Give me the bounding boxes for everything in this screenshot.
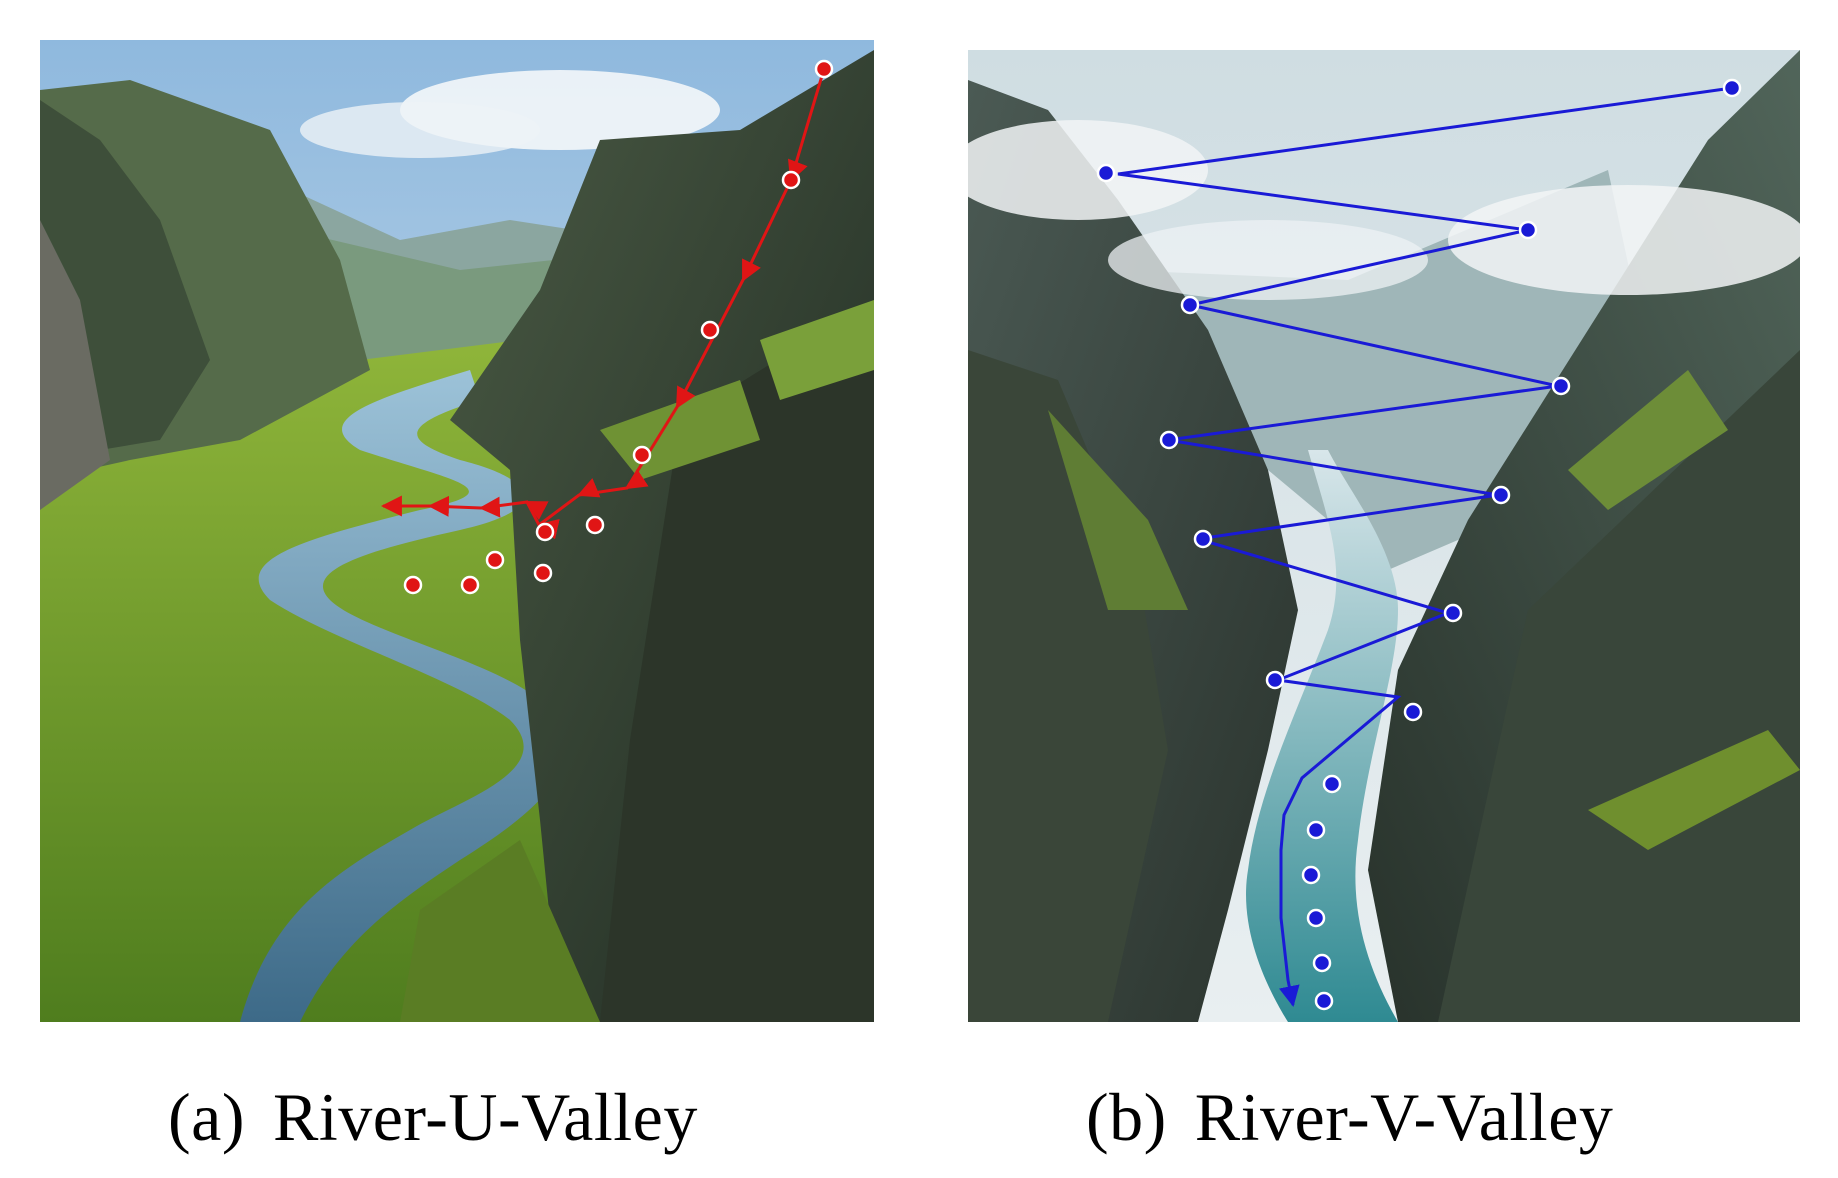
path-point — [1306, 908, 1326, 928]
path-point — [533, 563, 553, 583]
path-point — [1551, 376, 1571, 396]
path-point — [1518, 220, 1538, 240]
v-valley-scene — [968, 50, 1800, 1022]
caption-v-valley: (b) River-V-Valley — [1086, 1078, 1613, 1157]
path-point — [1722, 78, 1742, 98]
path-point — [403, 575, 423, 595]
path-point — [814, 59, 834, 79]
path-point — [1403, 702, 1423, 722]
caption-title: River-U-Valley — [272, 1079, 698, 1155]
path-point — [1306, 820, 1326, 840]
path-point — [1096, 163, 1116, 183]
path-point — [460, 575, 480, 595]
u-valley-scene — [40, 40, 874, 1022]
path-point — [1301, 865, 1321, 885]
v-valley-image — [968, 50, 1800, 1022]
path-point — [1180, 295, 1200, 315]
caption-tag: (b) — [1086, 1079, 1167, 1155]
path-point — [1491, 485, 1511, 505]
path-point — [585, 515, 605, 535]
path-point — [1193, 529, 1213, 549]
path-point — [1443, 603, 1463, 623]
caption-u-valley: (a) River-U-Valley — [168, 1078, 698, 1157]
path-point — [700, 320, 720, 340]
path-point — [535, 522, 555, 542]
path-point — [1159, 430, 1179, 450]
caption-title: River-V-Valley — [1194, 1079, 1614, 1155]
u-valley-image — [40, 40, 874, 1022]
path-point — [1322, 774, 1342, 794]
path-point — [632, 445, 652, 465]
path-point — [1314, 991, 1334, 1011]
blue-path-trace — [1096, 78, 1742, 1011]
path-point — [1312, 953, 1332, 973]
red-path-trace — [380, 59, 834, 595]
caption-tag: (a) — [168, 1079, 245, 1155]
path-point — [1265, 670, 1285, 690]
path-point — [781, 170, 801, 190]
path-point — [485, 550, 505, 570]
